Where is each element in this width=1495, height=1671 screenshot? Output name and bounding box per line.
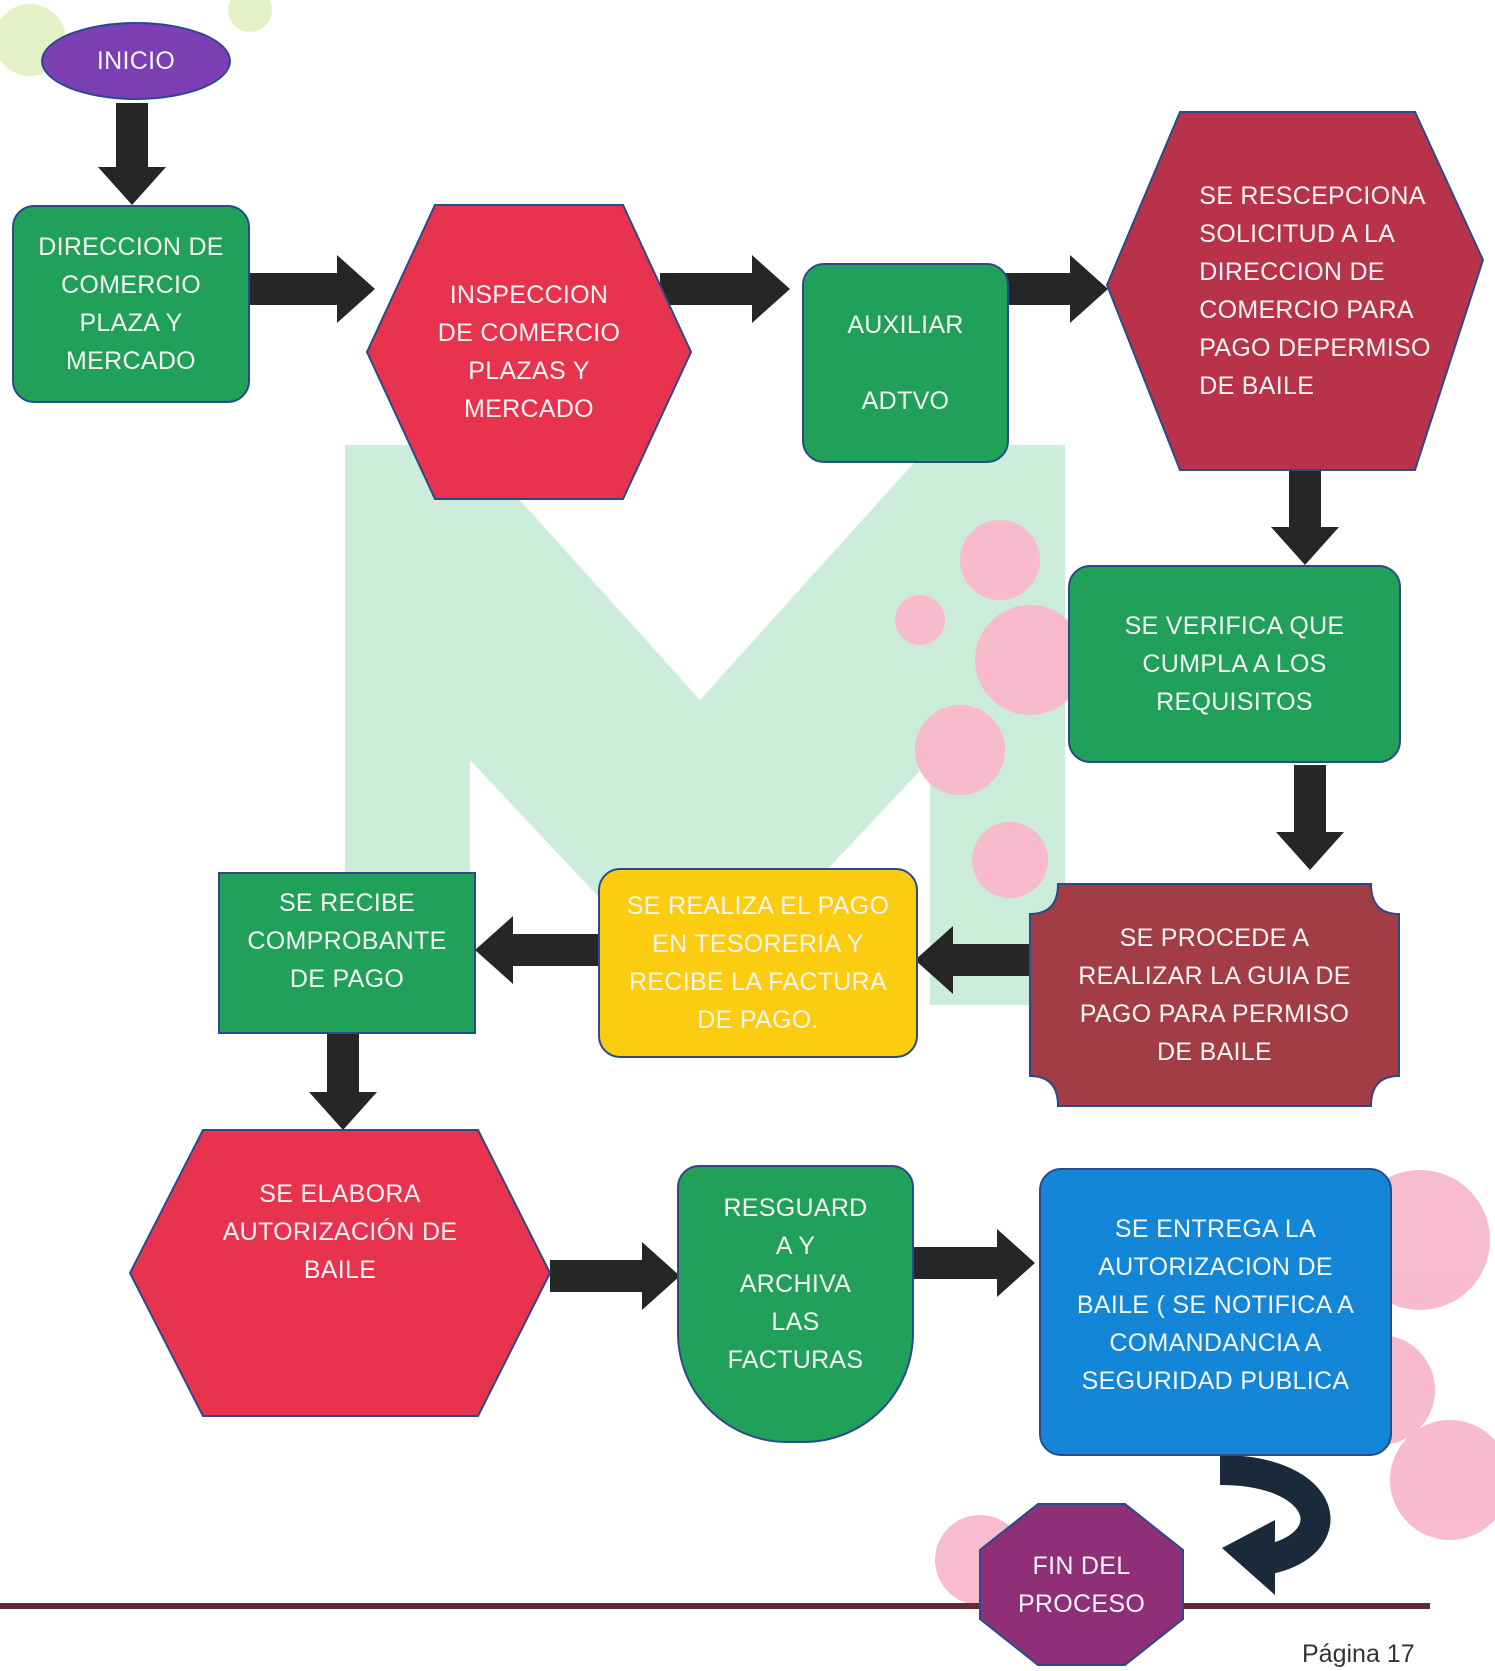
curved-arrow-to-fin <box>1219 1455 1331 1575</box>
octagon-shape <box>979 1503 1184 1666</box>
start-node: INICIO <box>41 22 231 100</box>
inspeccion-comercio-node: INSPECCION DE COMERCIO PLAZAS Y MERCADO <box>365 203 693 501</box>
end-node: FIN DEL PROCESO <box>978 1502 1185 1667</box>
arrow-recepciona-to-verifica <box>1271 470 1339 565</box>
arrow-auxiliar-to-recepciona <box>985 255 1108 323</box>
auxiliar-adtvo-label: AUXILIAR ADTVO <box>847 311 964 415</box>
resguarda-facturas-node: RESGUARD A Y ARCHIVA LAS FACTURAS <box>677 1165 914 1443</box>
elabora-autorizacion-label: SE ELABORA AUTORIZACIÓN DE BAILE <box>222 1180 458 1284</box>
hexagon-shape <box>1105 111 1485 471</box>
recepciona-solicitud-node: SE RESCEPCIONA SOLICITUD A LA DIRECCION … <box>1105 110 1485 472</box>
resguarda-facturas-label: RESGUARD A Y ARCHIVA LAS FACTURAS <box>723 1194 868 1374</box>
footer-rule <box>0 1603 1430 1609</box>
procede-guia-label: SE PROCEDE A REALIZAR LA GUIA DE PAGO PA… <box>1078 924 1351 1066</box>
recibe-comprobante-label: SE RECIBE COMPROBANTE DE PAGO <box>247 889 447 993</box>
direccion-comercio-node: DIRECCION DE COMERCIO PLAZA Y MERCADO <box>12 205 250 403</box>
arrow-verifica-to-procede <box>1276 765 1344 870</box>
watermark-letter-m <box>345 445 1065 1005</box>
page-number: Página 17 <box>1302 1640 1415 1668</box>
elabora-autorizacion-node: SE ELABORA AUTORIZACIÓN DE BAILE <box>128 1128 552 1418</box>
end-node-label: FIN DEL PROCESO <box>1017 1551 1146 1618</box>
procede-guia-node: SE PROCEDE A REALIZAR LA GUIA DE PAGO PA… <box>1028 882 1401 1108</box>
realiza-pago-node: SE REALIZA EL PAGO EN TESORERIA Y RECIBE… <box>598 868 918 1058</box>
recibe-comprobante-node: SE RECIBE COMPROBANTE DE PAGO <box>218 872 476 1034</box>
verifica-requisitos-node: SE VERIFICA QUE CUMPLA A LOS REQUISITOS <box>1068 565 1401 763</box>
arrow-recibe-to-elabora <box>309 1030 377 1130</box>
arrow-inspeccion-to-auxiliar <box>660 255 790 323</box>
entrega-autorizacion-node: SE ENTREGA LA AUTORIZACION DE BAILE ( SE… <box>1039 1168 1392 1456</box>
flow-connectors <box>98 103 1344 1310</box>
direccion-comercio-label: DIRECCION DE COMERCIO PLAZA Y MERCADO <box>38 233 224 375</box>
auxiliar-adtvo-node: AUXILIAR ADTVO <box>802 263 1009 463</box>
notched-rect-shape <box>1029 883 1400 1107</box>
arrow-direccion-to-inspeccion <box>232 255 375 323</box>
verifica-requisitos-label: SE VERIFICA QUE CUMPLA A LOS REQUISITOS <box>1124 612 1345 716</box>
start-node-label: INICIO <box>96 47 176 75</box>
hexagon-shape <box>365 204 693 500</box>
curved-arrow-head <box>1222 1520 1275 1595</box>
arrow-elabora-to-resguarda <box>550 1242 680 1310</box>
recepciona-solicitud-label: SE RESCEPCIONA SOLICITUD A LA DIRECCION … <box>1199 182 1431 400</box>
inspeccion-comercio-label: INSPECCION DE COMERCIO PLAZAS Y MERCADO <box>437 281 621 423</box>
arrow-procede-to-pago <box>915 926 1035 994</box>
arrow-pago-to-recibe <box>475 916 600 984</box>
entrega-autorizacion-label: SE ENTREGA LA AUTORIZACION DE BAILE ( SE… <box>1076 1215 1355 1395</box>
hexagon-shape <box>128 1129 552 1417</box>
arrow-inicio-to-direccion <box>98 103 166 205</box>
realiza-pago-label: SE REALIZA EL PAGO EN TESORERIA Y RECIBE… <box>626 892 890 1034</box>
arrow-resguarda-to-entrega <box>905 1229 1035 1297</box>
